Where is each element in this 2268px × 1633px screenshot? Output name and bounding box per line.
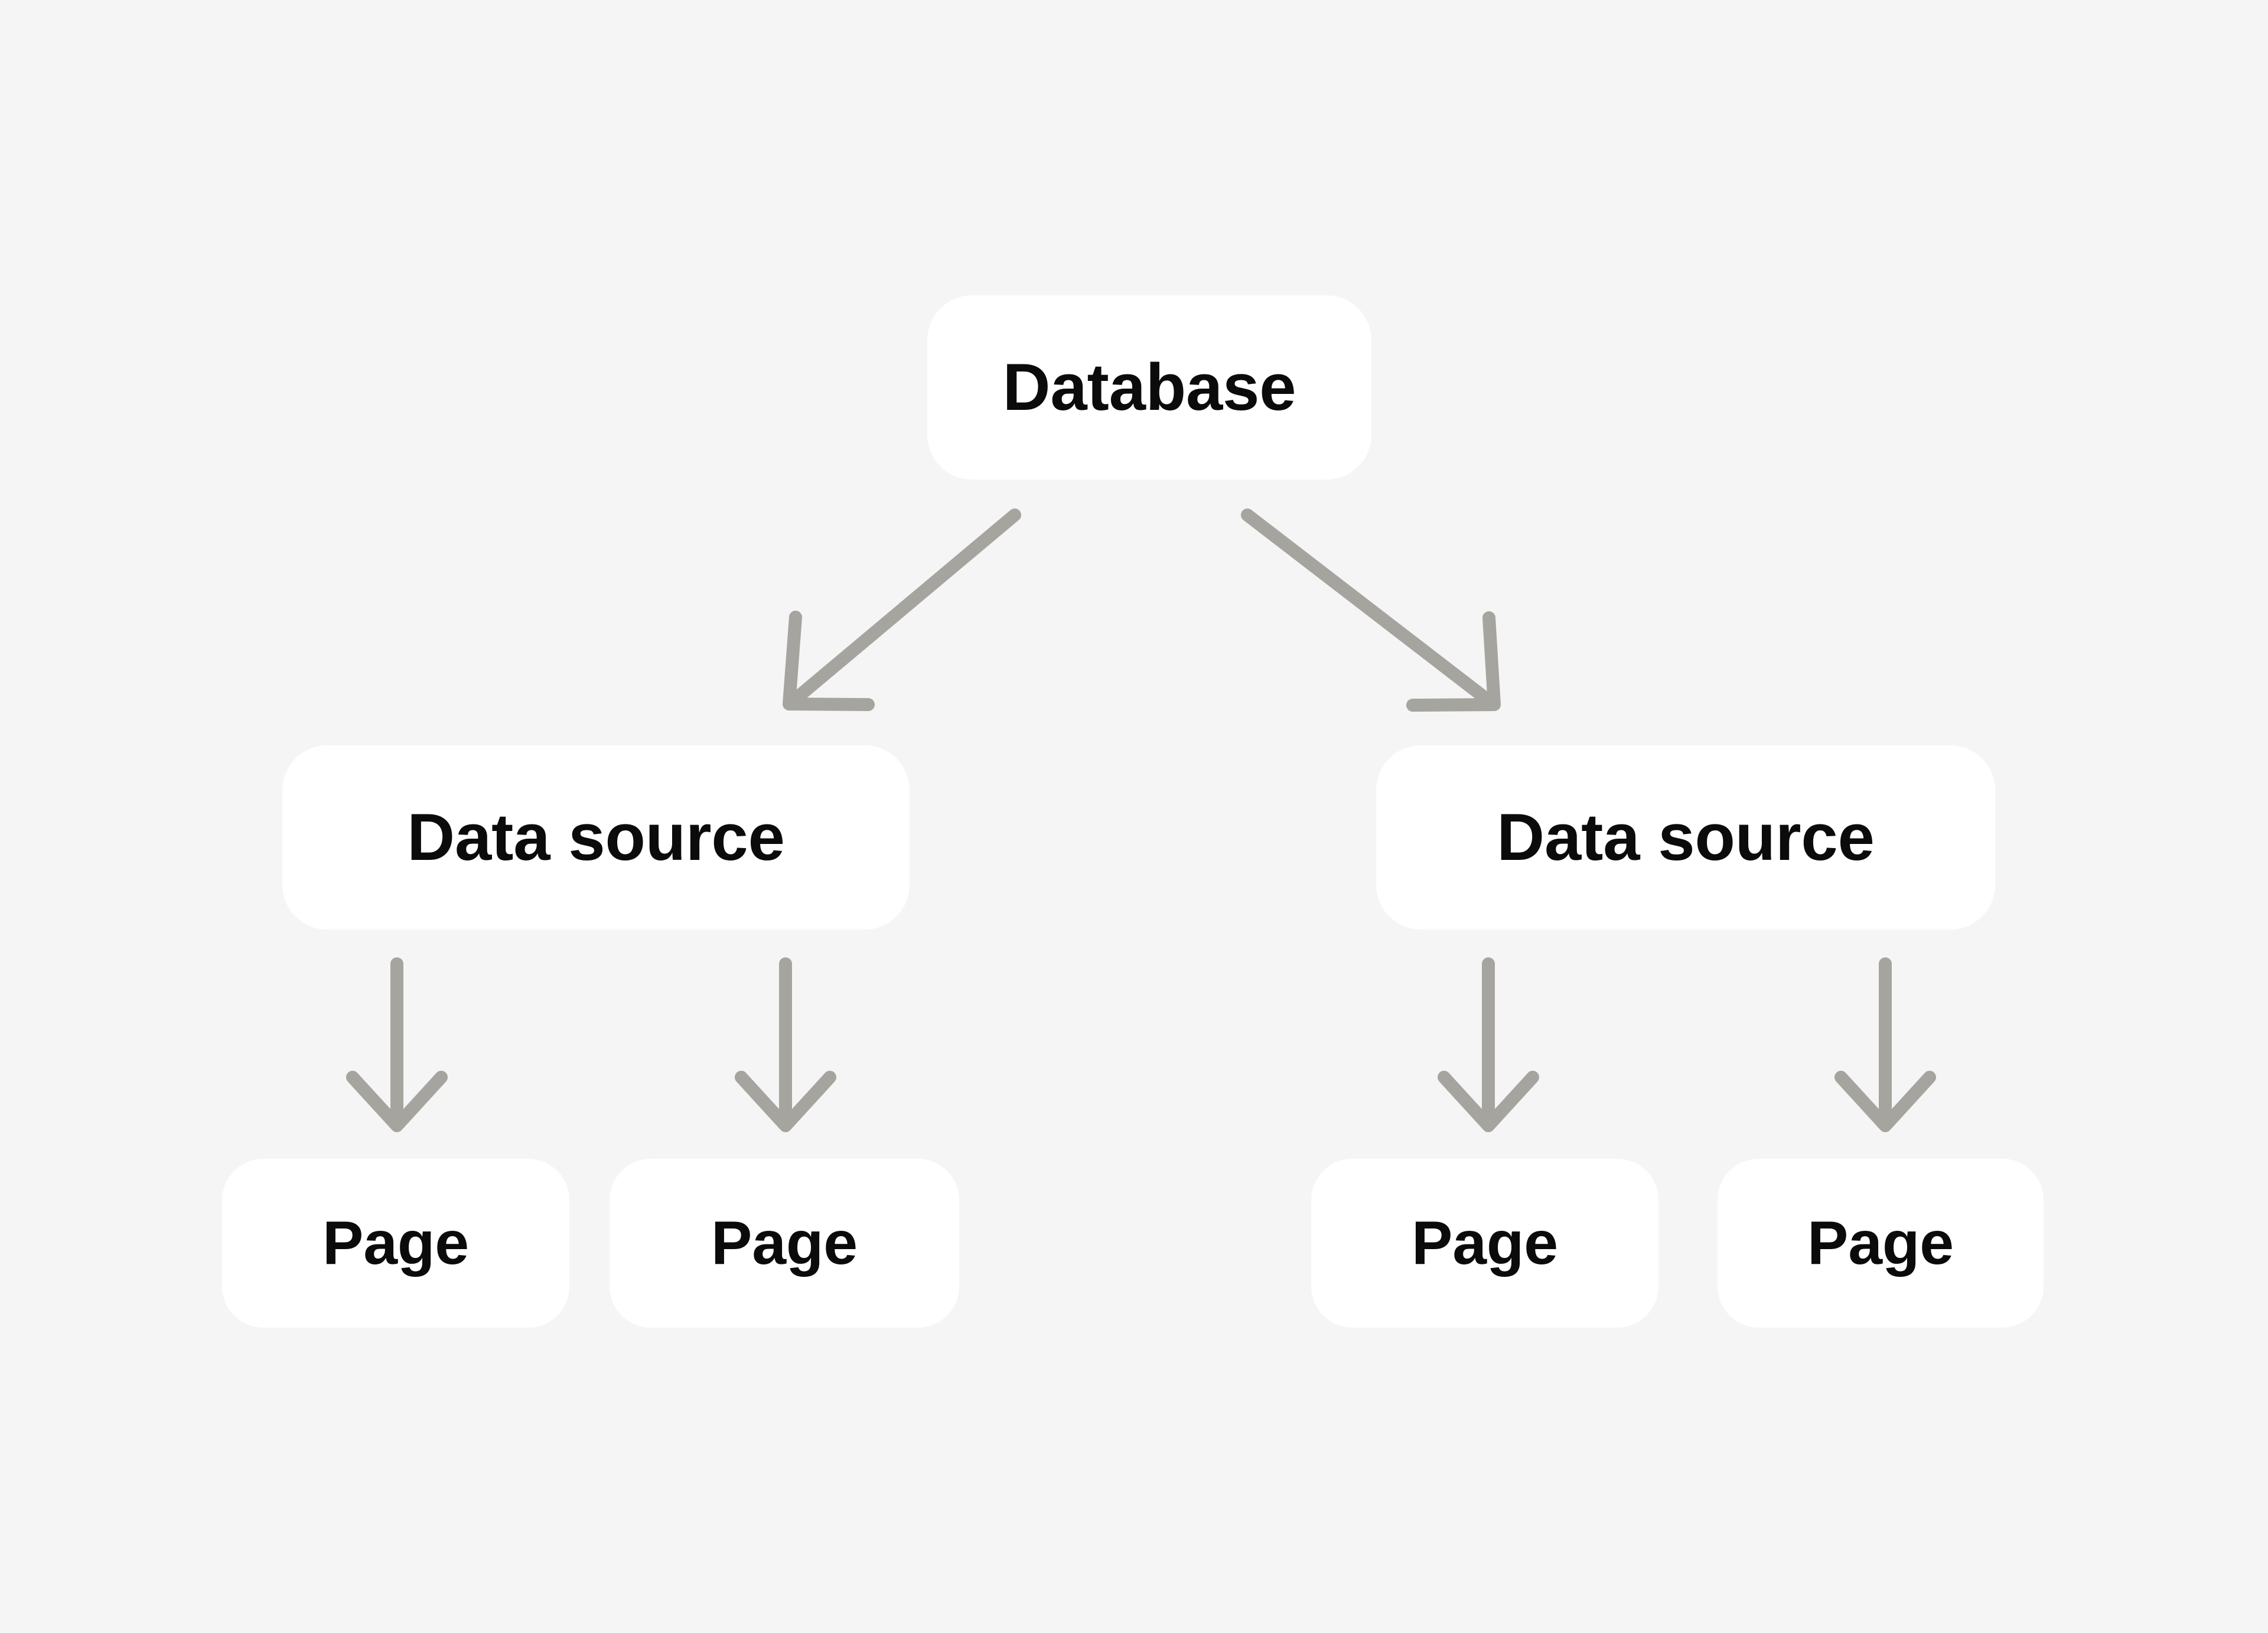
node-page-1[interactable]: Page xyxy=(222,1159,569,1328)
node-data-source-right[interactable]: Data source xyxy=(1376,745,1995,930)
node-page-3-label: Page xyxy=(1412,1209,1558,1277)
node-data-source-left[interactable]: Data source xyxy=(282,745,910,930)
edge-datasource-left-to-page-2 xyxy=(735,957,836,1132)
edge-datasource-right-to-page-3 xyxy=(1438,957,1539,1132)
edge-database-to-datasource-left xyxy=(783,509,1021,711)
node-page-2-label: Page xyxy=(711,1209,858,1277)
edge-datasource-left-to-page-1 xyxy=(346,957,448,1132)
node-database-label: Database xyxy=(1002,350,1296,424)
node-data-source-left-label: Data source xyxy=(407,800,785,874)
node-page-4[interactable]: Page xyxy=(1718,1159,2044,1328)
node-page-4-label: Page xyxy=(1807,1209,1954,1277)
node-page-3[interactable]: Page xyxy=(1311,1159,1658,1328)
edge-database-to-datasource-right xyxy=(1241,509,1501,712)
node-page-1-label: Page xyxy=(322,1209,469,1277)
edge-datasource-right-to-page-4 xyxy=(1834,957,1936,1132)
node-database[interactable]: Database xyxy=(927,295,1371,480)
node-page-2[interactable]: Page xyxy=(610,1159,959,1328)
node-data-source-right-label: Data source xyxy=(1497,800,1875,874)
